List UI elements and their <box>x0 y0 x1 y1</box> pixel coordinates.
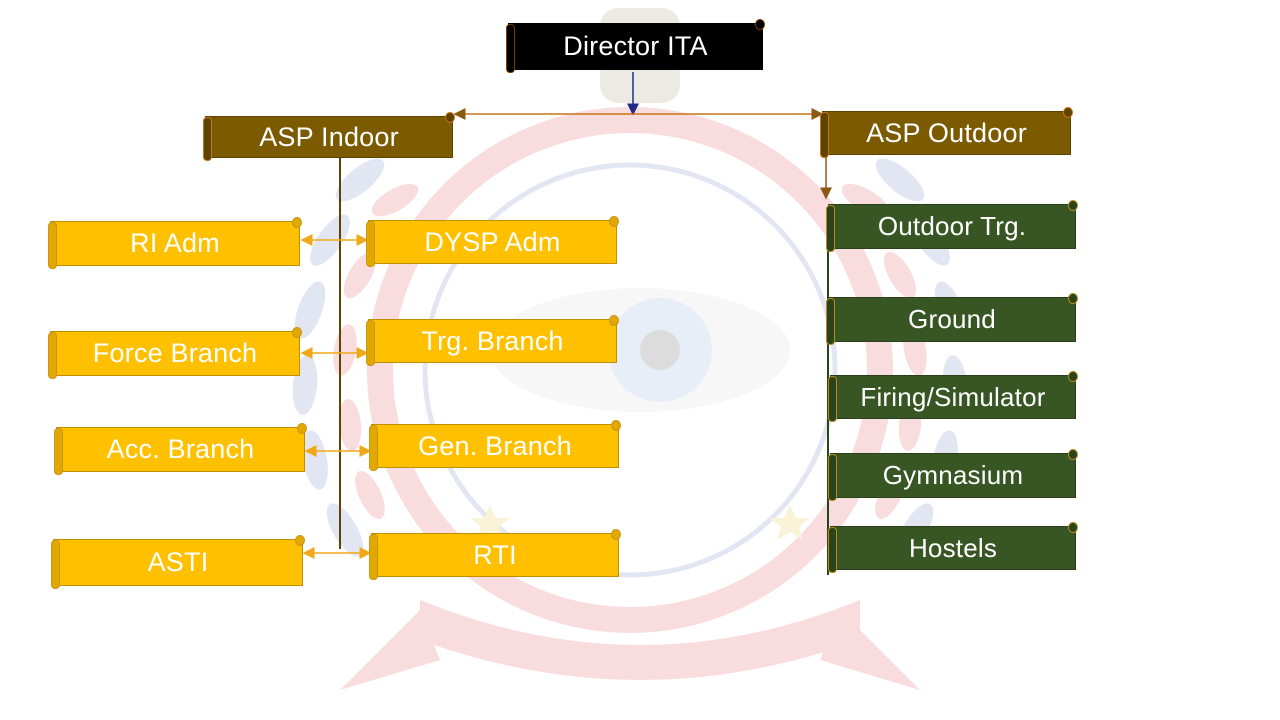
firing-simulator-box: Firing/Simulator <box>828 371 1078 422</box>
ground-box: Ground <box>826 293 1078 345</box>
dysp-adm-box: DYSP Adm <box>366 216 619 267</box>
hostels-box: Hostels <box>828 522 1078 573</box>
gen-branch-box: Gen. Branch <box>369 420 621 471</box>
director-ita-box: Director ITA <box>506 19 765 73</box>
asti-box: ASTI <box>51 535 305 589</box>
asp-indoor-box: ASP Indoor <box>203 112 455 161</box>
acc-branch-box: Acc. Branch <box>54 423 307 475</box>
asp-outdoor-box: ASP Outdoor <box>820 107 1073 158</box>
trg-branch-box: Trg. Branch <box>366 315 619 366</box>
force-branch-box: Force Branch <box>48 327 302 379</box>
gymnasium-box: Gymnasium <box>828 449 1078 501</box>
outdoor-trg-box: Outdoor Trg. <box>826 200 1078 252</box>
rti-box: RTI <box>369 529 621 580</box>
ri-adm-box: RI Adm <box>48 217 302 269</box>
